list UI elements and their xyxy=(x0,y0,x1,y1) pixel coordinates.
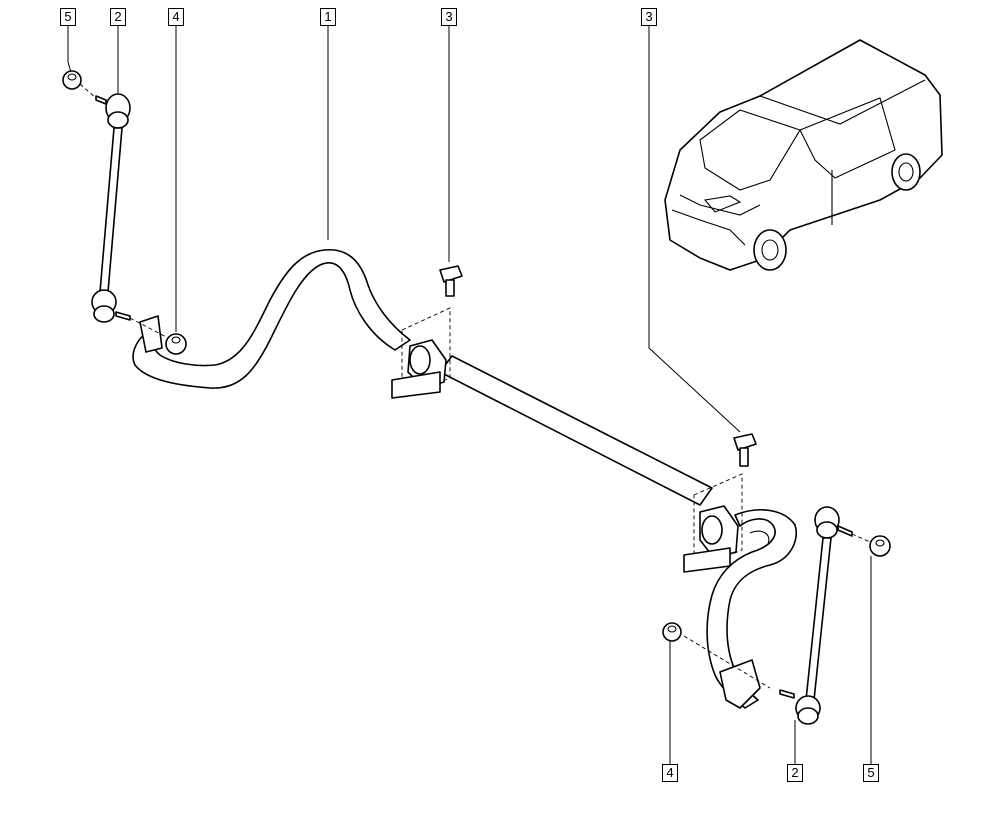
nut-4-bottom xyxy=(662,622,682,642)
nut-5-top xyxy=(62,70,82,90)
bolt-left xyxy=(439,265,463,297)
van-illustration xyxy=(664,39,943,271)
callout-part-3: 3 xyxy=(641,8,657,26)
callout-part-5: 5 xyxy=(60,8,76,26)
callout-part-2: 2 xyxy=(787,764,803,782)
left-link-rod xyxy=(91,93,131,323)
callout-part-1: 1 xyxy=(320,8,336,26)
callout-part-5: 5 xyxy=(863,764,879,782)
callout-part-2: 2 xyxy=(110,8,126,26)
right-bush-bracket xyxy=(683,473,743,573)
anti-roll-bar xyxy=(132,248,797,709)
callout-part-4: 4 xyxy=(662,764,678,782)
right-link-rod xyxy=(779,506,853,725)
nut-4-top xyxy=(165,333,187,355)
assembly-lines xyxy=(79,83,871,689)
left-bush-bracket xyxy=(391,307,451,399)
leader-lines xyxy=(67,26,872,764)
callout-part-3: 3 xyxy=(441,8,457,26)
nut-5-bottom xyxy=(869,535,891,557)
callout-part-4: 4 xyxy=(168,8,184,26)
bolt-right xyxy=(733,433,757,467)
